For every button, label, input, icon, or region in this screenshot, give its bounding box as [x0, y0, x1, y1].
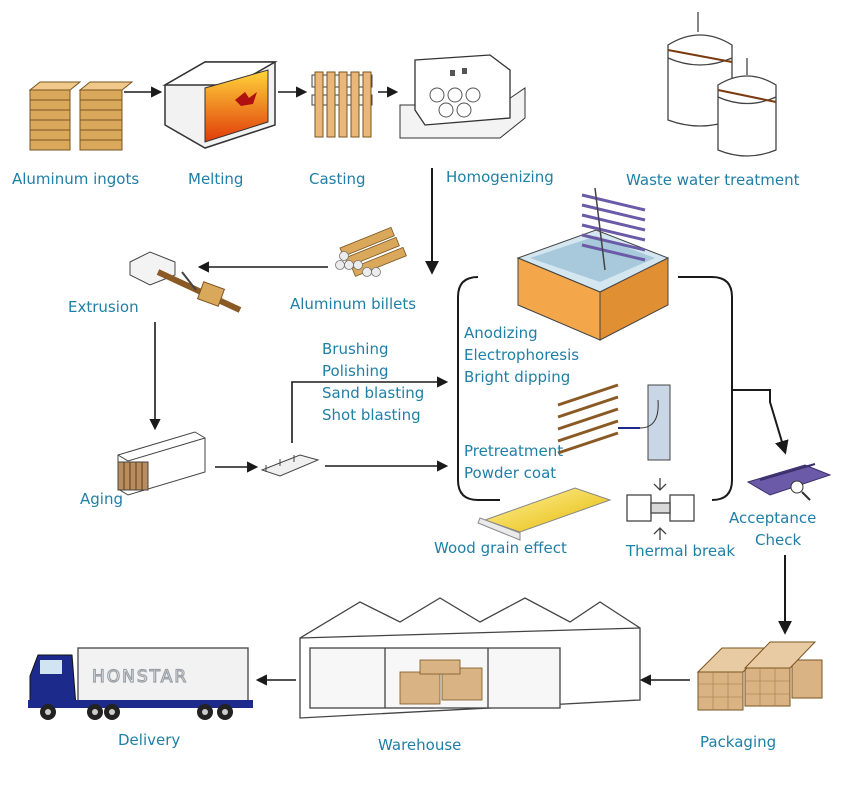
- delivery-truck-illustration: HONSTAR: [28, 647, 253, 720]
- item-anodizing: Anodizing: [464, 324, 538, 342]
- label-waste-water-treatment: Waste water treatment: [626, 171, 800, 189]
- item-pretreatment: Pretreatment: [464, 442, 564, 460]
- packaging-crates-illustration: [696, 641, 823, 711]
- label-acceptance: Acceptance: [729, 509, 817, 527]
- chemical-treatment-list: Anodizing Electrophoresis Bright dipping: [464, 322, 579, 388]
- label-delivery: Delivery: [118, 731, 181, 749]
- acceptance-check-illustration: [746, 463, 832, 501]
- melting-furnace-illustration: [162, 61, 278, 149]
- item-bright-dipping: Bright dipping: [464, 368, 571, 386]
- coating-treatment-list: Pretreatment Powder coat: [464, 440, 563, 484]
- label-packaging: Packaging: [700, 733, 777, 751]
- powder-coat-rack-illustration: [557, 383, 671, 461]
- label-melting: Melting: [188, 170, 244, 188]
- label-extrusion: Extrusion: [68, 298, 139, 316]
- ingots-illustration: [28, 81, 134, 151]
- truck-brand-text: HONSTAR: [92, 667, 188, 687]
- item-polishing: Polishing: [322, 362, 389, 380]
- surface-treatment-bracket: [457, 276, 500, 501]
- label-aging: Aging: [80, 490, 123, 508]
- extrusion-press-illustration: [129, 251, 242, 313]
- casting-illustration: [311, 71, 373, 138]
- label-homogenizing: Homogenizing: [446, 168, 554, 186]
- mechanical-treatment-list: Brushing Polishing Sand blasting Shot bl…: [322, 338, 424, 426]
- label-wood-grain-effect: Wood grain effect: [434, 539, 567, 557]
- billets-illustration: [335, 226, 407, 277]
- item-electrophoresis: Electrophoresis: [464, 346, 580, 364]
- wood-grain-panel-illustration: [477, 487, 612, 541]
- label-thermal-break: Thermal break: [626, 542, 736, 560]
- anodizing-tank-illustration: [516, 187, 670, 341]
- thermal-break-profile-illustration: [626, 478, 695, 540]
- aging-profiles-illustration: [117, 431, 206, 496]
- extruded-profile-illustration: [260, 454, 320, 477]
- arrow-treatment-acceptance: [732, 389, 789, 455]
- item-powder-coat: Powder coat: [464, 464, 557, 482]
- item-shot-blasting: Shot blasting: [322, 406, 421, 424]
- warehouse-illustration: [299, 597, 641, 719]
- waste-water-tanks-illustration: [667, 12, 777, 157]
- flow-connectors: [124, 86, 792, 686]
- label-casting: Casting: [309, 170, 366, 188]
- item-brushing: Brushing: [322, 340, 389, 358]
- arrow-profile-mechanical: [291, 376, 449, 443]
- label-check: Check: [755, 531, 802, 549]
- label-warehouse: Warehouse: [378, 736, 462, 754]
- homogenizing-furnace-illustration: [399, 54, 526, 139]
- label-aluminum-ingots: Aluminum ingots: [12, 170, 140, 188]
- label-aluminum-billets: Aluminum billets: [290, 295, 417, 313]
- surface-treatment-right-bracket: [678, 276, 733, 501]
- item-sand-blasting: Sand blasting: [322, 384, 425, 402]
